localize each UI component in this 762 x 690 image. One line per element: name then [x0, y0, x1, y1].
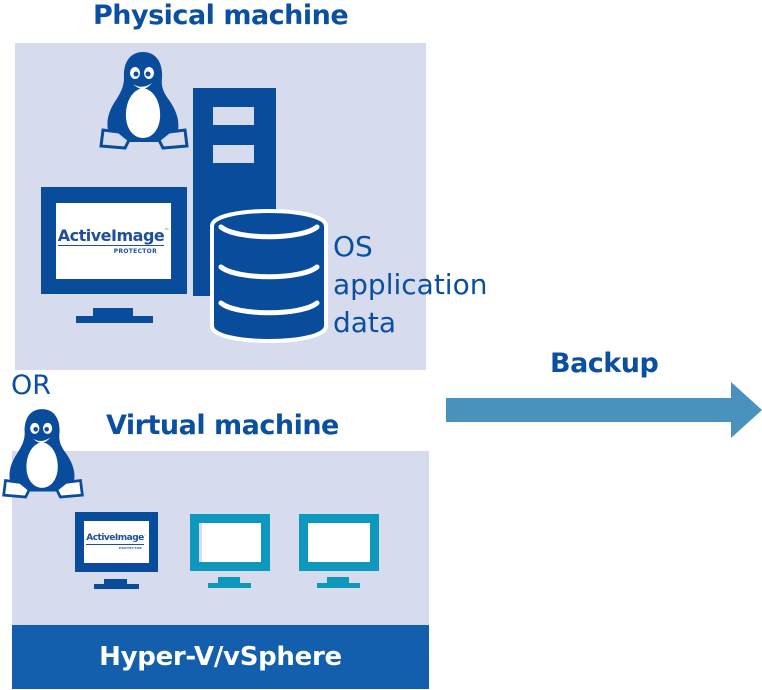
logo-main-text: ActiveImage [86, 533, 144, 545]
monitor-neck [218, 577, 240, 583]
activeimage-protector-logo: ActiveImage ™ PROTECTOR [84, 521, 149, 563]
data-label-os: OS [333, 230, 373, 263]
logo-sub-text: PROTECTOR [119, 546, 142, 550]
monitor-stand [94, 584, 139, 589]
data-label-application: application [333, 268, 488, 301]
logo-sub-text: PROTECTOR [113, 247, 157, 255]
monitor-stand [317, 583, 360, 588]
drive-bay [213, 107, 254, 125]
linux-penguin-icon [2, 409, 84, 499]
physical-machine-title: Physical machine [93, 0, 349, 31]
monitor-stand [208, 583, 251, 588]
vm-monitor [190, 514, 270, 571]
monitor-neck [327, 577, 349, 583]
vm-monitor [299, 514, 379, 571]
monitor-neck [93, 308, 133, 316]
logo-tm: ™ [143, 534, 147, 538]
monitor-stand [76, 316, 153, 323]
backup-label: Backup [550, 348, 659, 379]
data-label-data: data [333, 306, 397, 339]
activeimage-protector-logo: ActiveImage ™ PROTECTOR [56, 203, 171, 279]
drive-bay [213, 145, 254, 163]
hypervisor-label: Hyper-V/vSphere [99, 642, 342, 672]
monitor-icon: ActiveImage ™ PROTECTOR [41, 187, 187, 294]
or-separator: OR [11, 370, 52, 401]
backup-arrow-icon [446, 382, 762, 438]
linux-penguin-icon [99, 52, 189, 150]
monitor-screen [308, 523, 370, 562]
logo-tm: ™ [164, 227, 170, 234]
database-icon [210, 209, 328, 343]
hypervisor-bar: Hyper-V/vSphere [12, 625, 429, 689]
monitor-screen [199, 523, 261, 562]
monitor-neck [104, 579, 127, 585]
vm-monitor-activeimage: ActiveImage ™ PROTECTOR [75, 512, 158, 572]
virtual-machine-title: Virtual machine [106, 410, 339, 441]
logo-main-text: ActiveImage [57, 225, 165, 246]
